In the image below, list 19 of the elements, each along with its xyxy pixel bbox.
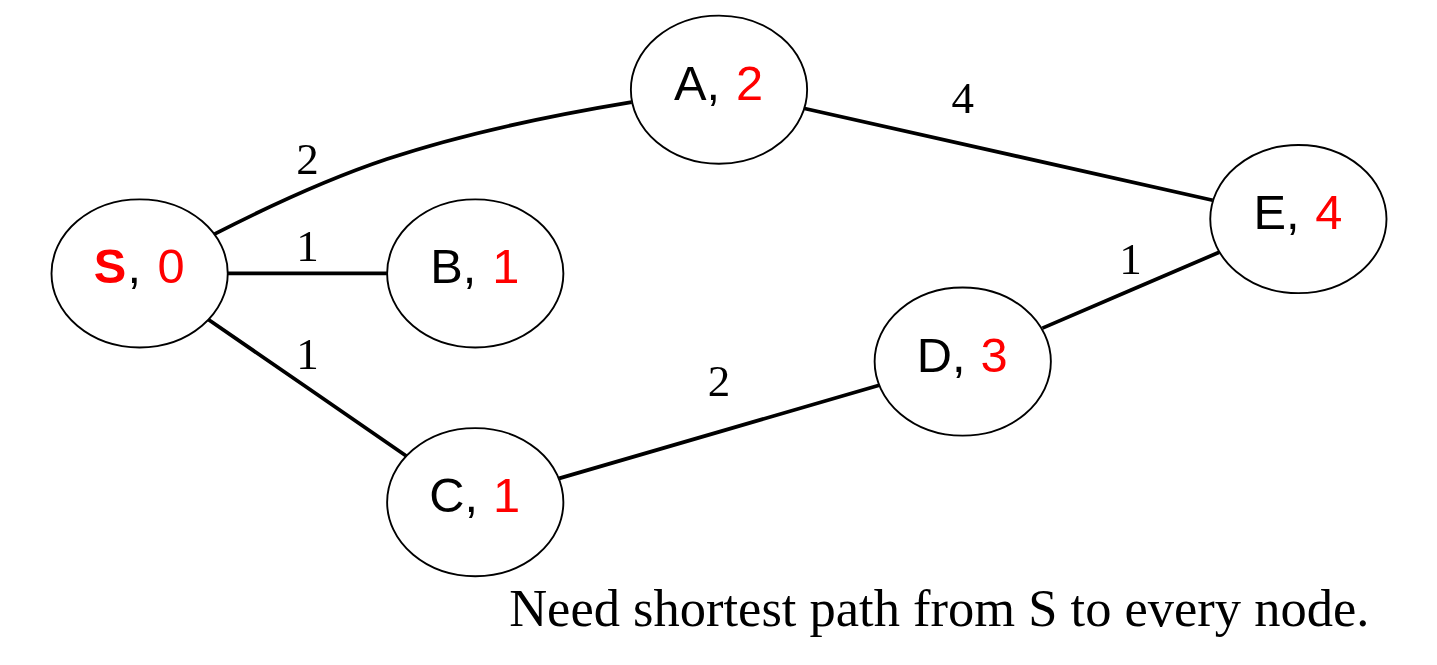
edge-label: 1 (295, 220, 319, 271)
node-ellipse: D, 3 (873, 286, 1052, 437)
connector (803, 106, 1213, 203)
edge-label: 1 (1118, 233, 1142, 284)
connector (558, 383, 880, 481)
node-ellipse: E, 4 (1208, 144, 1387, 295)
edge-label: 1 (295, 329, 319, 380)
connector (227, 271, 387, 276)
edge-label: 4 (951, 72, 974, 123)
node-ellipse: B, 1 (385, 198, 564, 349)
edge-label: 2 (707, 355, 730, 406)
node-ellipse: A, 2 (629, 14, 808, 165)
node-ellipse: C, 1 (385, 427, 564, 578)
connector (1041, 250, 1220, 330)
connector (207, 318, 407, 458)
node-ellipse: S, 0 (50, 198, 229, 349)
edge-label: 2 (295, 134, 319, 185)
connector (213, 100, 632, 236)
caption: Need shortest path from S to every node. (508, 578, 1369, 637)
